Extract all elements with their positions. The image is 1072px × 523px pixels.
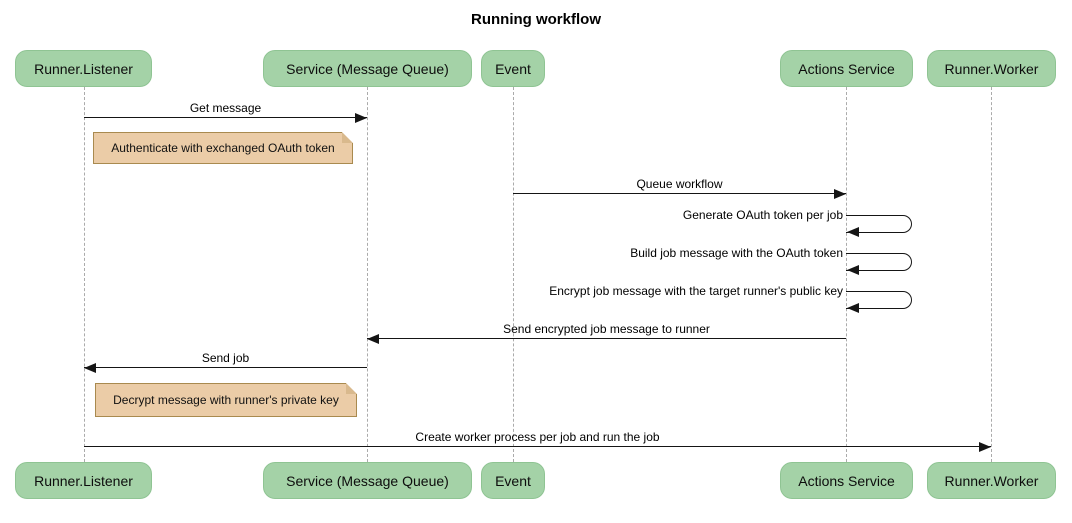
note-label: Decrypt message with runner's private ke… <box>113 393 339 407</box>
message-label-send-encrypted: Send encrypted job message to runner <box>503 322 710 336</box>
arrowhead-left-icon <box>847 265 859 275</box>
lifeline-runner-listener <box>84 87 85 462</box>
message-label-queue-workflow: Queue workflow <box>636 177 723 191</box>
participant-top-runner-worker: Runner.Worker <box>927 50 1056 87</box>
arrowhead-right-icon <box>355 113 367 123</box>
self-loop-build-job-message <box>846 253 912 271</box>
lifeline-service-mq <box>367 87 368 462</box>
message-line-send-job <box>84 367 367 368</box>
message-label-create-worker: Create worker process per job and run th… <box>415 430 660 444</box>
participant-top-service-mq: Service (Message Queue) <box>263 50 472 87</box>
participant-bottom-runner-worker: Runner.Worker <box>927 462 1056 499</box>
participant-top-event: Event <box>481 50 545 87</box>
arrowhead-left-icon <box>847 227 859 237</box>
self-loop-generate-oauth <box>846 215 912 233</box>
participant-bottom-event: Event <box>481 462 545 499</box>
diagram-title: Running workflow <box>471 11 601 28</box>
participant-top-runner-listener: Runner.Listener <box>15 50 152 87</box>
participant-bottom-runner-listener: Runner.Listener <box>15 462 152 499</box>
note-decrypt: Decrypt message with runner's private ke… <box>95 383 357 417</box>
note-fold-icon <box>346 383 357 394</box>
note-label: Authenticate with exchanged OAuth token <box>111 141 335 155</box>
self-message-label-encrypt-job-message: Encrypt job message with the target runn… <box>549 284 843 298</box>
lifeline-actions-service <box>846 87 847 462</box>
participant-bottom-actions-service: Actions Service <box>780 462 913 499</box>
self-loop-encrypt-job-message <box>846 291 912 309</box>
message-line-create-worker <box>84 446 991 447</box>
message-label-send-job: Send job <box>201 351 250 365</box>
self-message-label-generate-oauth: Generate OAuth token per job <box>682 208 843 222</box>
message-line-queue-workflow <box>513 193 846 194</box>
arrowhead-right-icon <box>979 442 991 452</box>
note-authenticate: Authenticate with exchanged OAuth token <box>93 132 353 164</box>
message-line-get-message <box>84 117 367 118</box>
arrowhead-left-icon <box>367 334 379 344</box>
participant-top-actions-service: Actions Service <box>780 50 913 87</box>
lifeline-event <box>513 87 514 462</box>
message-line-send-encrypted <box>367 338 846 339</box>
arrowhead-right-icon <box>834 189 846 199</box>
note-fold-icon <box>342 132 353 143</box>
arrowhead-left-icon <box>847 303 859 313</box>
arrowhead-left-icon <box>84 363 96 373</box>
self-message-label-build-job-message: Build job message with the OAuth token <box>630 246 843 260</box>
participant-bottom-service-mq: Service (Message Queue) <box>263 462 472 499</box>
lifeline-runner-worker <box>991 87 992 462</box>
message-label-get-message: Get message <box>189 101 262 115</box>
